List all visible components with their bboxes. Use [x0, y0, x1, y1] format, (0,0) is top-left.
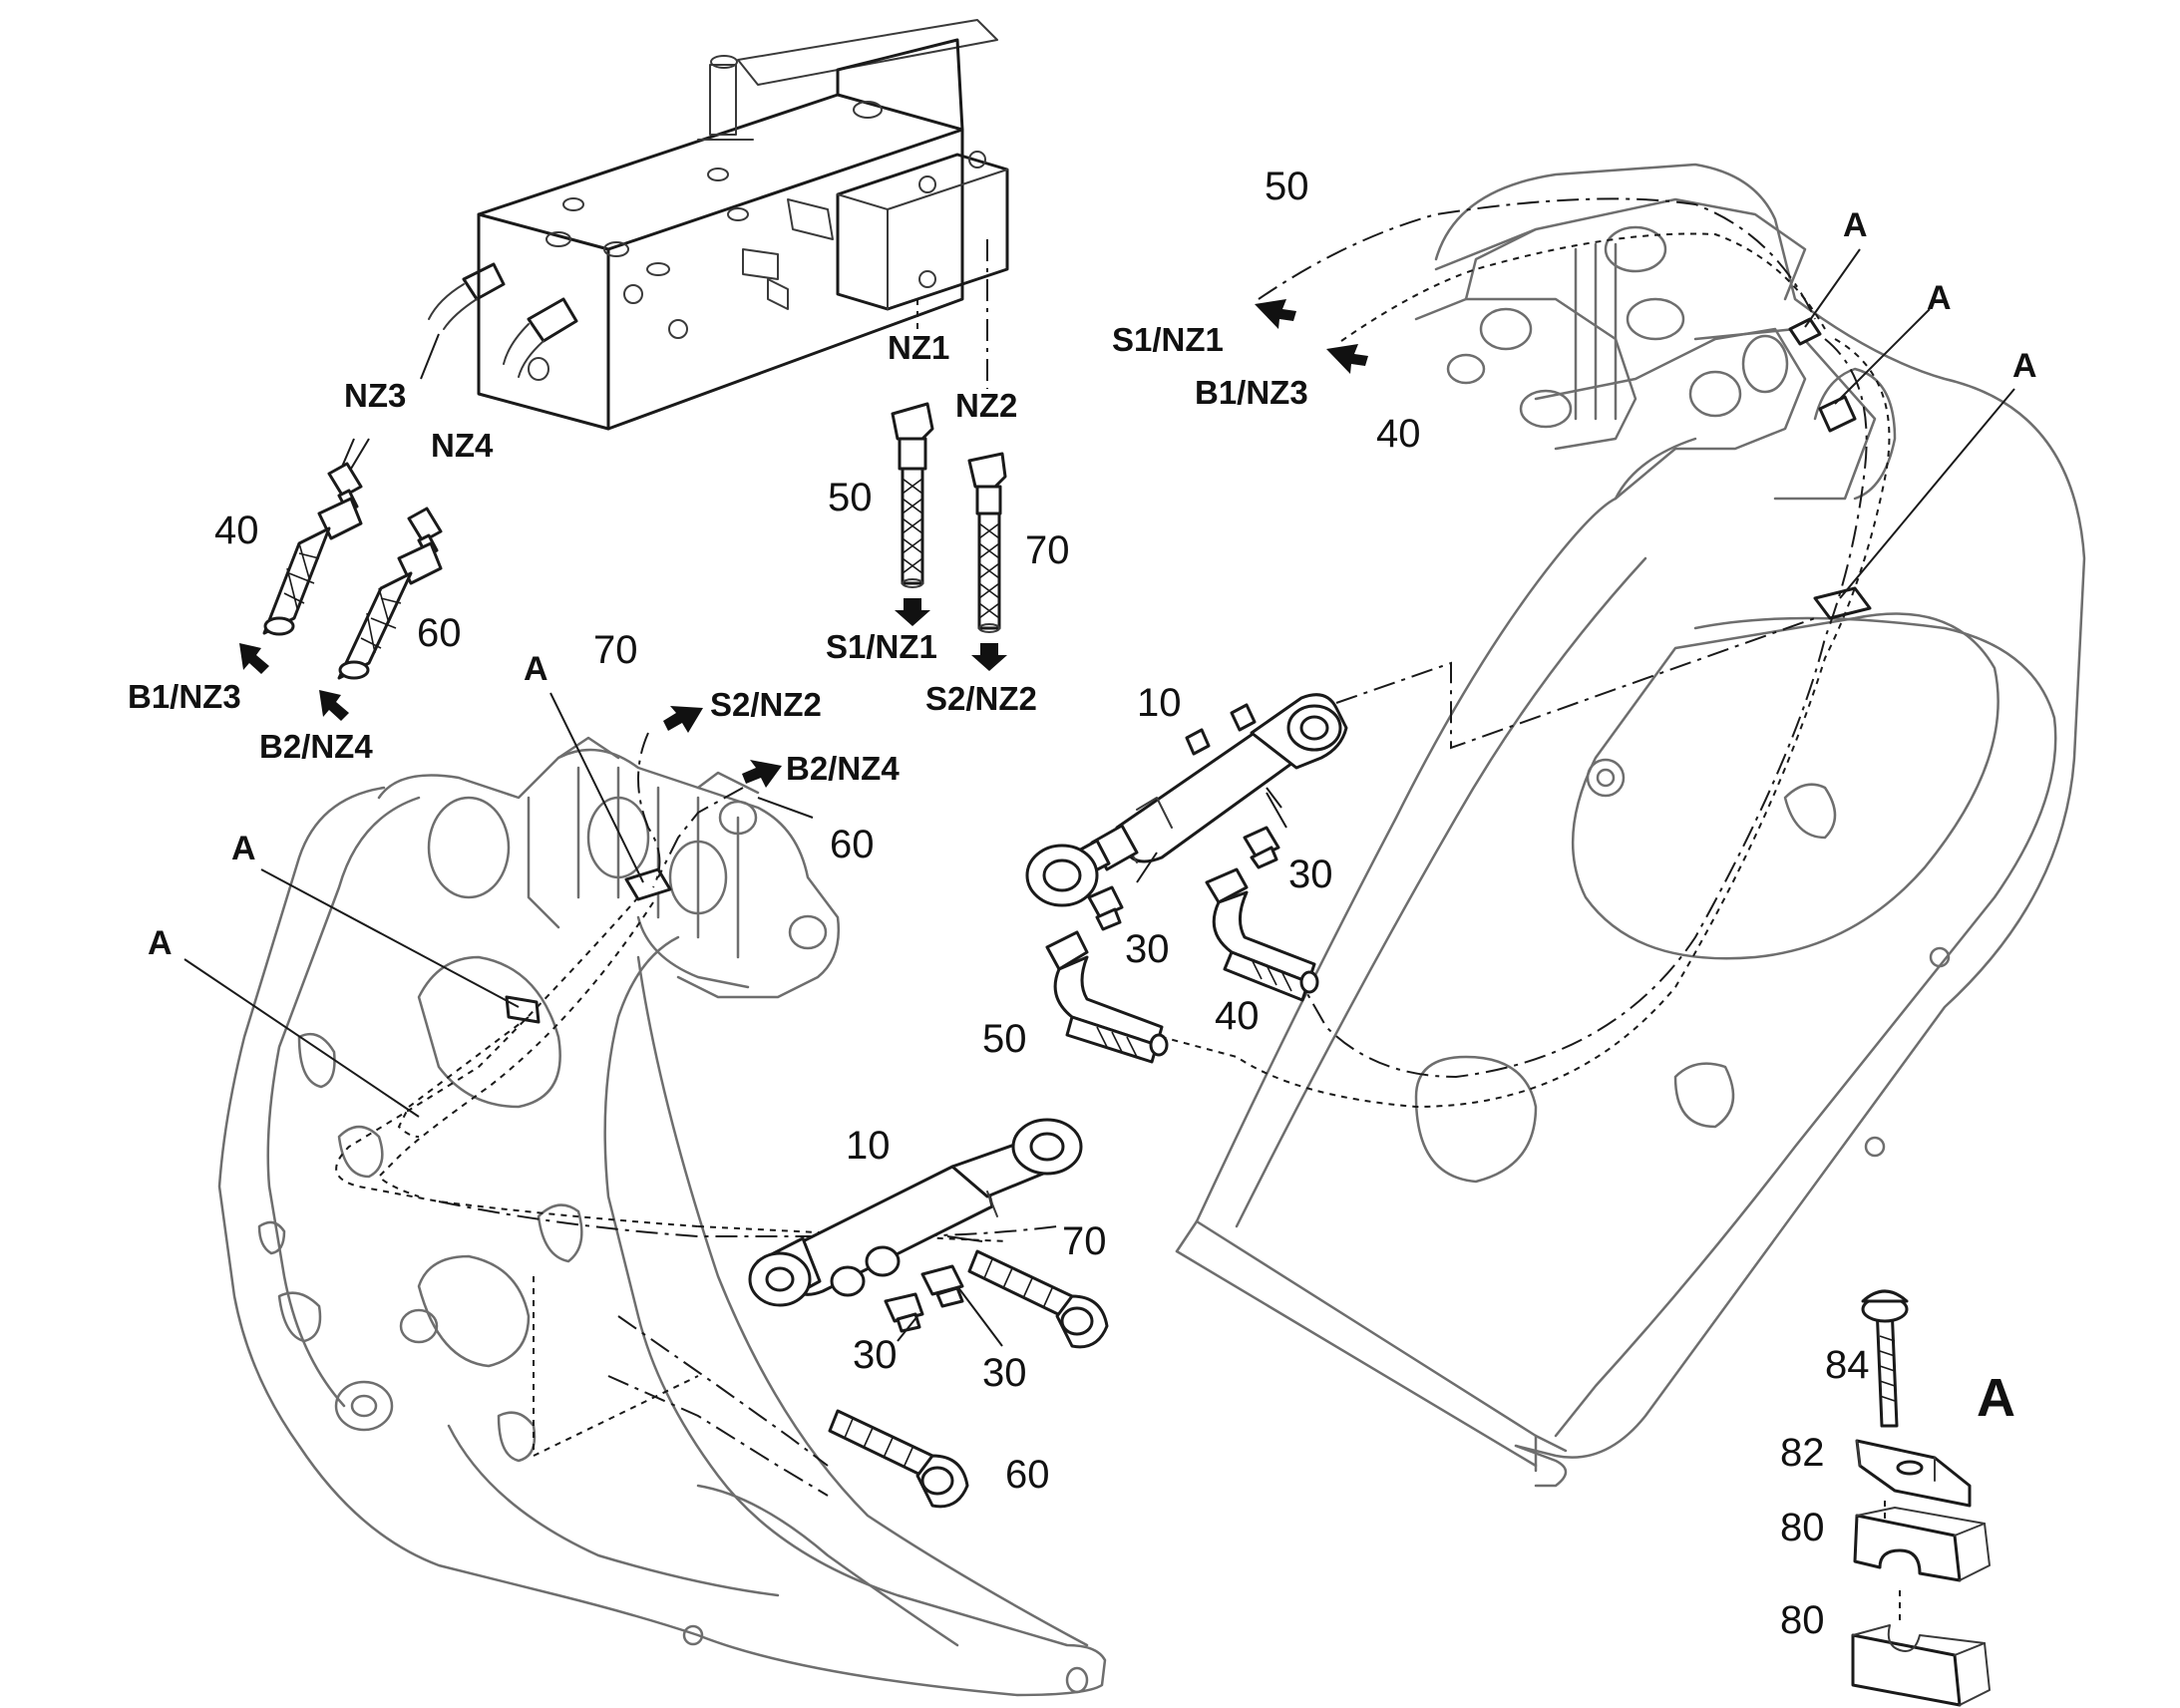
- valve-block: [428, 19, 1009, 431]
- label-40-right: 40: [1376, 412, 1421, 456]
- detail-a-clamp-assembly: [1851, 1289, 1991, 1707]
- label-nz1: NZ1: [888, 329, 949, 366]
- label-s1-nz1-upper: S1/NZ1: [826, 628, 937, 665]
- label-10-upper: 10: [1137, 681, 1182, 725]
- label-60-lower: 60: [1005, 1453, 1050, 1497]
- right-boom-clamps: [1788, 248, 2015, 620]
- label-50-lower-right: 50: [982, 1017, 1027, 1061]
- left-boom-frame: [217, 786, 1107, 1697]
- label-b1-nz3-right: B1/NZ3: [1195, 374, 1308, 411]
- label-30-lower-left: 30: [853, 1333, 898, 1377]
- label-s1-nz1-right: S1/NZ1: [1112, 321, 1224, 358]
- label-70-lower: 70: [1062, 1219, 1107, 1263]
- label-40-upper: 40: [214, 509, 259, 552]
- label-a-right-3: A: [2012, 347, 2037, 385]
- right-hose-routes: [1161, 197, 1891, 1109]
- label-a-left-low: A: [148, 924, 173, 962]
- label-layer: NZ3 NZ4 NZ1 NZ2 B1/NZ3 B2/NZ4 S1/NZ1 S2/…: [128, 165, 2037, 1642]
- label-80-lower: 80: [1780, 1598, 1825, 1642]
- left-boom-clamps: [183, 692, 672, 1118]
- label-84: 84: [1825, 1343, 1870, 1387]
- label-30-lower-right: 30: [982, 1351, 1027, 1395]
- label-a-detail: A: [1977, 1368, 2015, 1428]
- label-s2-nz2-upper: S2/NZ2: [925, 680, 1037, 717]
- label-a-left-mid: A: [231, 830, 256, 867]
- label-70-upper: 70: [1025, 528, 1070, 572]
- arrows-upper: [239, 299, 1368, 788]
- label-nz4: NZ4: [431, 427, 494, 464]
- label-80-upper: 80: [1780, 1506, 1825, 1549]
- label-30-upper-right: 30: [1288, 853, 1333, 896]
- right-boom-head: [1414, 197, 1897, 501]
- label-b1-nz3-upper: B1/NZ3: [128, 678, 241, 715]
- label-s2-nz2-left: S2/NZ2: [710, 686, 822, 723]
- hose-50-lower-right: [1045, 930, 1169, 1064]
- hose-60-upper: [337, 507, 443, 680]
- right-boom-frame: [1175, 163, 2086, 1488]
- label-30-upper-left: 30: [1125, 927, 1170, 971]
- label-50-right: 50: [1265, 165, 1309, 208]
- hose-70-upper: [967, 452, 1007, 633]
- cylinder-10-upper: [1025, 693, 1348, 907]
- hose-40-lower-right: [1205, 867, 1319, 1002]
- label-nz3: NZ3: [344, 377, 406, 414]
- label-82: 82: [1780, 1431, 1825, 1475]
- label-a-left-top: A: [524, 650, 548, 688]
- label-nz2: NZ2: [955, 387, 1017, 424]
- hose-70-lower: [946, 1235, 1109, 1349]
- label-60-left: 60: [830, 823, 875, 866]
- label-a-right-2: A: [1927, 279, 1952, 317]
- cylinder-10-lower: [748, 1118, 1083, 1307]
- left-hose-routes: [335, 732, 1058, 1497]
- label-b2-nz4-left: B2/NZ4: [786, 750, 900, 787]
- label-60-upper: 60: [417, 611, 462, 655]
- label-40-lower-right: 40: [1215, 994, 1260, 1038]
- label-10-lower: 10: [846, 1124, 891, 1168]
- fittings-30-upper: [1087, 792, 1287, 931]
- label-a-right-1: A: [1843, 206, 1868, 244]
- fittings-30-lower: [884, 1264, 1003, 1347]
- hose-50-upper: [891, 402, 934, 588]
- hose-40-upper: [262, 462, 363, 636]
- label-50-upper: 50: [828, 476, 873, 519]
- label-70-left: 70: [593, 628, 638, 672]
- label-b2-nz4-upper: B2/NZ4: [259, 728, 373, 765]
- hose-60-lower: [828, 1409, 969, 1509]
